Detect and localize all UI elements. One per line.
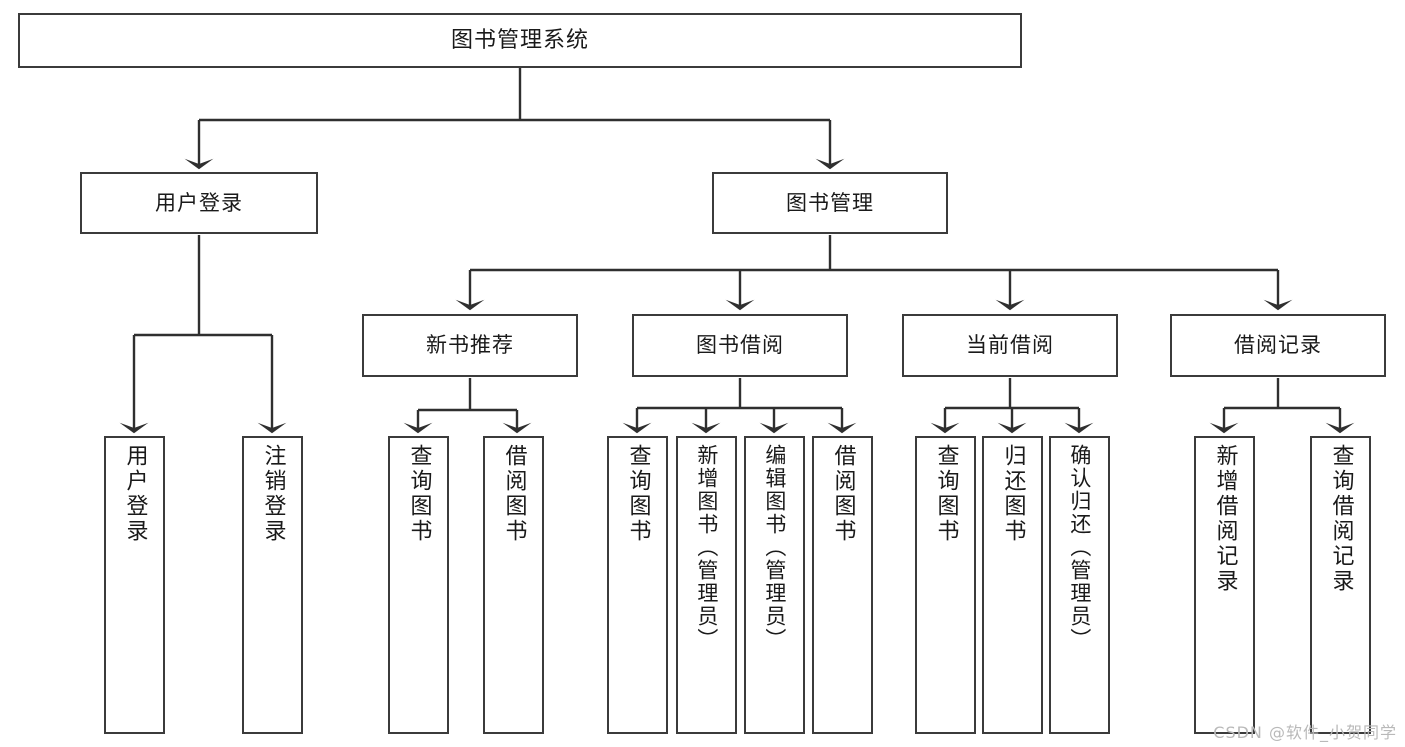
node-label: 查询图书 bbox=[933, 444, 959, 544]
node-label: 确认归还（管理员） bbox=[1067, 444, 1092, 651]
node-label: 图书借阅 bbox=[696, 333, 784, 358]
node-new-book-recommend[interactable]: 新书推荐 bbox=[362, 314, 578, 377]
node-current-borrow[interactable]: 当前借阅 bbox=[902, 314, 1118, 377]
node-label: 查询图书 bbox=[406, 444, 432, 544]
node-label: 用户登录 bbox=[122, 444, 148, 544]
node-book-manage[interactable]: 图书管理 bbox=[712, 172, 948, 234]
leaf-query-book-current[interactable]: 查询图书 bbox=[915, 436, 976, 734]
node-label: 图书管理系统 bbox=[450, 27, 589, 53]
node-label: 新书推荐 bbox=[426, 333, 514, 358]
node-label: 查询借阅记录 bbox=[1328, 444, 1354, 594]
node-label: 借阅图书 bbox=[830, 444, 856, 544]
node-label: 借阅图书 bbox=[501, 444, 527, 544]
leaf-query-book-recommend[interactable]: 查询图书 bbox=[388, 436, 449, 734]
leaf-edit-book-admin[interactable]: 编辑图书（管理员） bbox=[744, 436, 805, 734]
leaf-add-book-admin[interactable]: 新增图书（管理员） bbox=[676, 436, 737, 734]
leaf-logout-login[interactable]: 注销登录 bbox=[242, 436, 303, 734]
node-label: 新增借阅记录 bbox=[1212, 444, 1238, 594]
leaf-user-login[interactable]: 用户登录 bbox=[104, 436, 165, 734]
node-label: 归还图书 bbox=[1000, 444, 1026, 544]
node-borrow-record[interactable]: 借阅记录 bbox=[1170, 314, 1386, 377]
node-label: 注销登录 bbox=[260, 444, 286, 544]
node-label: 新增图书（管理员） bbox=[694, 444, 719, 651]
node-root-system[interactable]: 图书管理系统 bbox=[18, 13, 1022, 68]
leaf-query-book-borrow[interactable]: 查询图书 bbox=[607, 436, 668, 734]
node-label: 借阅记录 bbox=[1234, 333, 1322, 358]
node-book-borrow[interactable]: 图书借阅 bbox=[632, 314, 848, 377]
leaf-confirm-return-admin[interactable]: 确认归还（管理员） bbox=[1049, 436, 1110, 734]
node-user-login[interactable]: 用户登录 bbox=[80, 172, 318, 234]
leaf-borrow-book-recommend[interactable]: 借阅图书 bbox=[483, 436, 544, 734]
node-label: 当前借阅 bbox=[966, 333, 1054, 358]
node-label: 用户登录 bbox=[155, 190, 243, 215]
leaf-borrow-book[interactable]: 借阅图书 bbox=[812, 436, 873, 734]
leaf-add-borrow-record[interactable]: 新增借阅记录 bbox=[1194, 436, 1255, 734]
node-label: 图书管理 bbox=[786, 190, 874, 215]
leaf-query-borrow-record[interactable]: 查询借阅记录 bbox=[1310, 436, 1371, 734]
leaf-return-book[interactable]: 归还图书 bbox=[982, 436, 1043, 734]
node-label: 查询图书 bbox=[625, 444, 651, 544]
node-label: 编辑图书（管理员） bbox=[762, 444, 787, 651]
